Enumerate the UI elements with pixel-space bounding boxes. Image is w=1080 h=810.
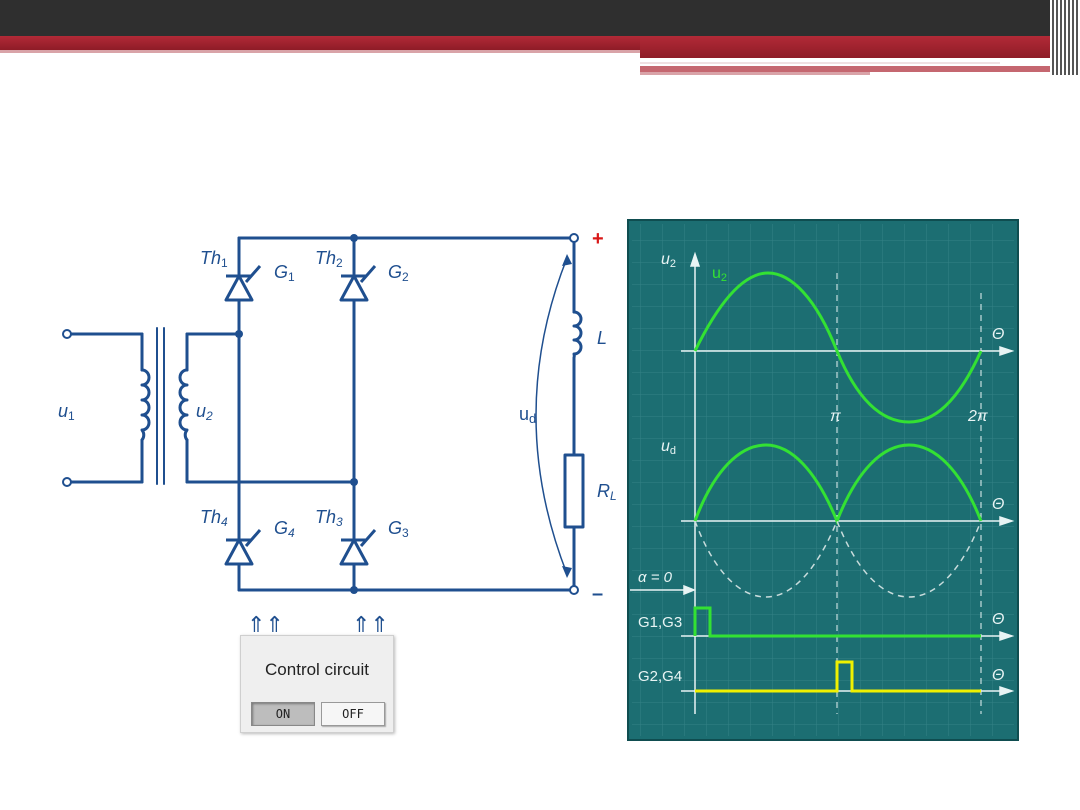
theta-label-1: Θ [992, 326, 1004, 343]
th2-label: Th2 [315, 248, 343, 270]
g2-label: G2 [388, 262, 409, 284]
oscilloscope-panel: u2 ud Θ Θ Θ Θ π 2π α = 0 G1,G3 G2,G4 u2 [627, 219, 1019, 741]
g2g4-label: G2,G4 [638, 668, 682, 685]
u2-curve-label: u2 [712, 265, 727, 284]
accent-line [640, 72, 870, 75]
plus-sign: + [592, 228, 604, 250]
ud-axis-label: ud [661, 438, 676, 457]
g2g4-pulse [695, 660, 981, 693]
g1g3-pulse [693, 606, 981, 638]
two-pi-label: 2π [967, 408, 988, 425]
th3-label: Th3 [315, 507, 343, 529]
g4-label: G4 [274, 518, 295, 540]
accent-band-right [640, 36, 1050, 58]
bridge-rectifier-circuit: u1 u2 Th1 G1 Th2 G2 Th4 G4 Th3 G3 L RL u… [58, 228, 617, 637]
arrows-right: ⇑⇑ [352, 612, 389, 637]
ud-label: ud [519, 404, 536, 426]
u1-label: u1 [58, 401, 75, 423]
g1-label: G1 [274, 262, 295, 284]
accent-line [640, 62, 1000, 64]
accent-line [640, 66, 1060, 72]
ud-waveform [693, 443, 983, 526]
theta-label-4: Θ [992, 667, 1004, 684]
theta-label-2: Θ [992, 496, 1004, 513]
theta-label-3: Θ [992, 611, 1004, 628]
th1-label: Th1 [200, 248, 228, 270]
g3-label: G3 [388, 518, 409, 540]
ud-negative-dashed [694, 518, 982, 598]
inductor-label: L [597, 328, 607, 348]
title-bar [0, 0, 1080, 36]
pi-label: π [830, 408, 841, 425]
g1g3-label: G1,G3 [638, 614, 682, 631]
u2-waveform [693, 271, 983, 424]
decorative-stripes [1050, 0, 1080, 75]
alpha-label: α = 0 [638, 569, 673, 586]
u2-axis-label: u2 [661, 251, 676, 270]
control-circuit-panel: Control circuit ON OFF [240, 635, 394, 733]
on-button[interactable]: ON [251, 702, 315, 726]
accent-line [0, 50, 640, 53]
th4-label: Th4 [200, 507, 228, 529]
u2-label: u2 [196, 401, 213, 423]
resistor-label: RL [597, 481, 617, 503]
minus-sign: – [592, 583, 603, 605]
control-circuit-title: Control circuit [265, 660, 369, 679]
arrows-left: ⇑⇑ [247, 612, 284, 637]
off-button[interactable]: OFF [321, 702, 385, 726]
